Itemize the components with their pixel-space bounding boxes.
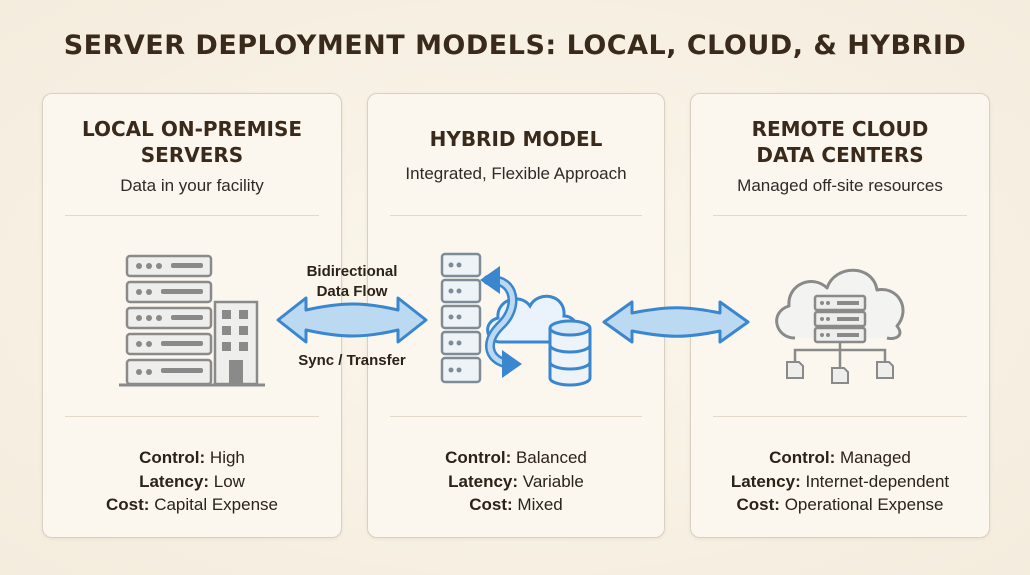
flow-label-top: Bidirectional Data Flow <box>282 262 422 302</box>
stat-control: Control: Managed <box>691 446 989 470</box>
panel-hybrid: HYBRID MODEL Integrated, Flexible Approa… <box>367 93 665 538</box>
cloud-server-icon <box>775 268 905 384</box>
stats-list: Control: Balanced Latency: Variable Cost… <box>368 446 664 517</box>
heading-line: HYBRID MODEL <box>429 127 603 151</box>
stat-cost: Cost: Operational Expense <box>691 493 989 517</box>
divider <box>65 215 319 216</box>
stat-value: Managed <box>839 448 911 467</box>
bidirectional-arrow-icon <box>602 300 750 344</box>
stat-label: Latency: <box>730 471 801 491</box>
stat-label: Control: <box>769 448 836 467</box>
panel-heading: REMOTE CLOUD DATA CENTERS <box>691 116 989 168</box>
stat-label: Cost: <box>106 495 150 514</box>
stat-label: Cost: <box>736 495 780 514</box>
bidirectional-arrow-icon <box>276 296 428 344</box>
stat-label: Latency: <box>139 471 209 491</box>
stat-value: Variable <box>522 471 584 491</box>
hybrid-server-cloud-icon <box>440 252 592 387</box>
panel-subtitle: Managed off-site resources <box>737 176 943 195</box>
panel-heading: HYBRID MODEL <box>368 126 664 152</box>
stat-latency: Latency: Internet-dependent <box>691 470 989 494</box>
stat-control: Control: High <box>43 446 341 470</box>
stat-value: Capital Expense <box>154 495 278 514</box>
stat-label: Cost: <box>469 495 513 514</box>
stat-control: Control: Balanced <box>368 446 664 470</box>
divider <box>713 416 967 417</box>
stat-cost: Cost: Capital Expense <box>43 493 341 517</box>
heading-line: LOCAL ON-PREMISE <box>81 117 303 141</box>
flow-label-line: Data Flow <box>316 283 388 300</box>
stat-label: Latency: <box>448 471 519 491</box>
stat-value: Internet-dependent <box>805 471 950 491</box>
panel-subtitle: Integrated, Flexible Approach <box>405 164 627 183</box>
page-title: SERVER DEPLOYMENT MODELS: LOCAL, CLOUD, … <box>63 30 967 61</box>
flow-label-bottom: Sync / Transfer <box>298 352 406 369</box>
stat-value: Operational Expense <box>784 495 944 514</box>
divider <box>713 215 967 216</box>
stat-value: Balanced <box>515 448 587 467</box>
building-icon <box>119 300 265 387</box>
server-rack-icon <box>119 254 265 387</box>
divider <box>65 416 319 417</box>
stat-value: High <box>209 448 245 467</box>
stat-value: Low <box>213 471 245 491</box>
stat-latency: Latency: Variable <box>368 470 664 494</box>
stat-label: Control: <box>139 448 206 467</box>
stats-list: Control: High Latency: Low Cost: Capital… <box>43 446 341 517</box>
divider <box>390 215 642 216</box>
stat-cost: Cost: Mixed <box>368 493 664 517</box>
heading-line: REMOTE CLOUD <box>751 117 929 141</box>
stat-value: Mixed <box>517 495 563 514</box>
divider <box>390 416 642 417</box>
stat-latency: Latency: Low <box>43 470 341 494</box>
database-icon <box>548 319 592 387</box>
flow-label-line: Bidirectional <box>306 263 398 280</box>
stats-list: Control: Managed Latency: Internet-depen… <box>691 446 989 517</box>
heading-line: SERVERS <box>140 143 244 167</box>
stat-label: Control: <box>445 448 512 467</box>
panel-subtitle: Data in your facility <box>120 176 264 195</box>
heading-line: DATA CENTERS <box>756 143 924 167</box>
panel-heading: LOCAL ON-PREMISE SERVERS <box>43 116 341 168</box>
